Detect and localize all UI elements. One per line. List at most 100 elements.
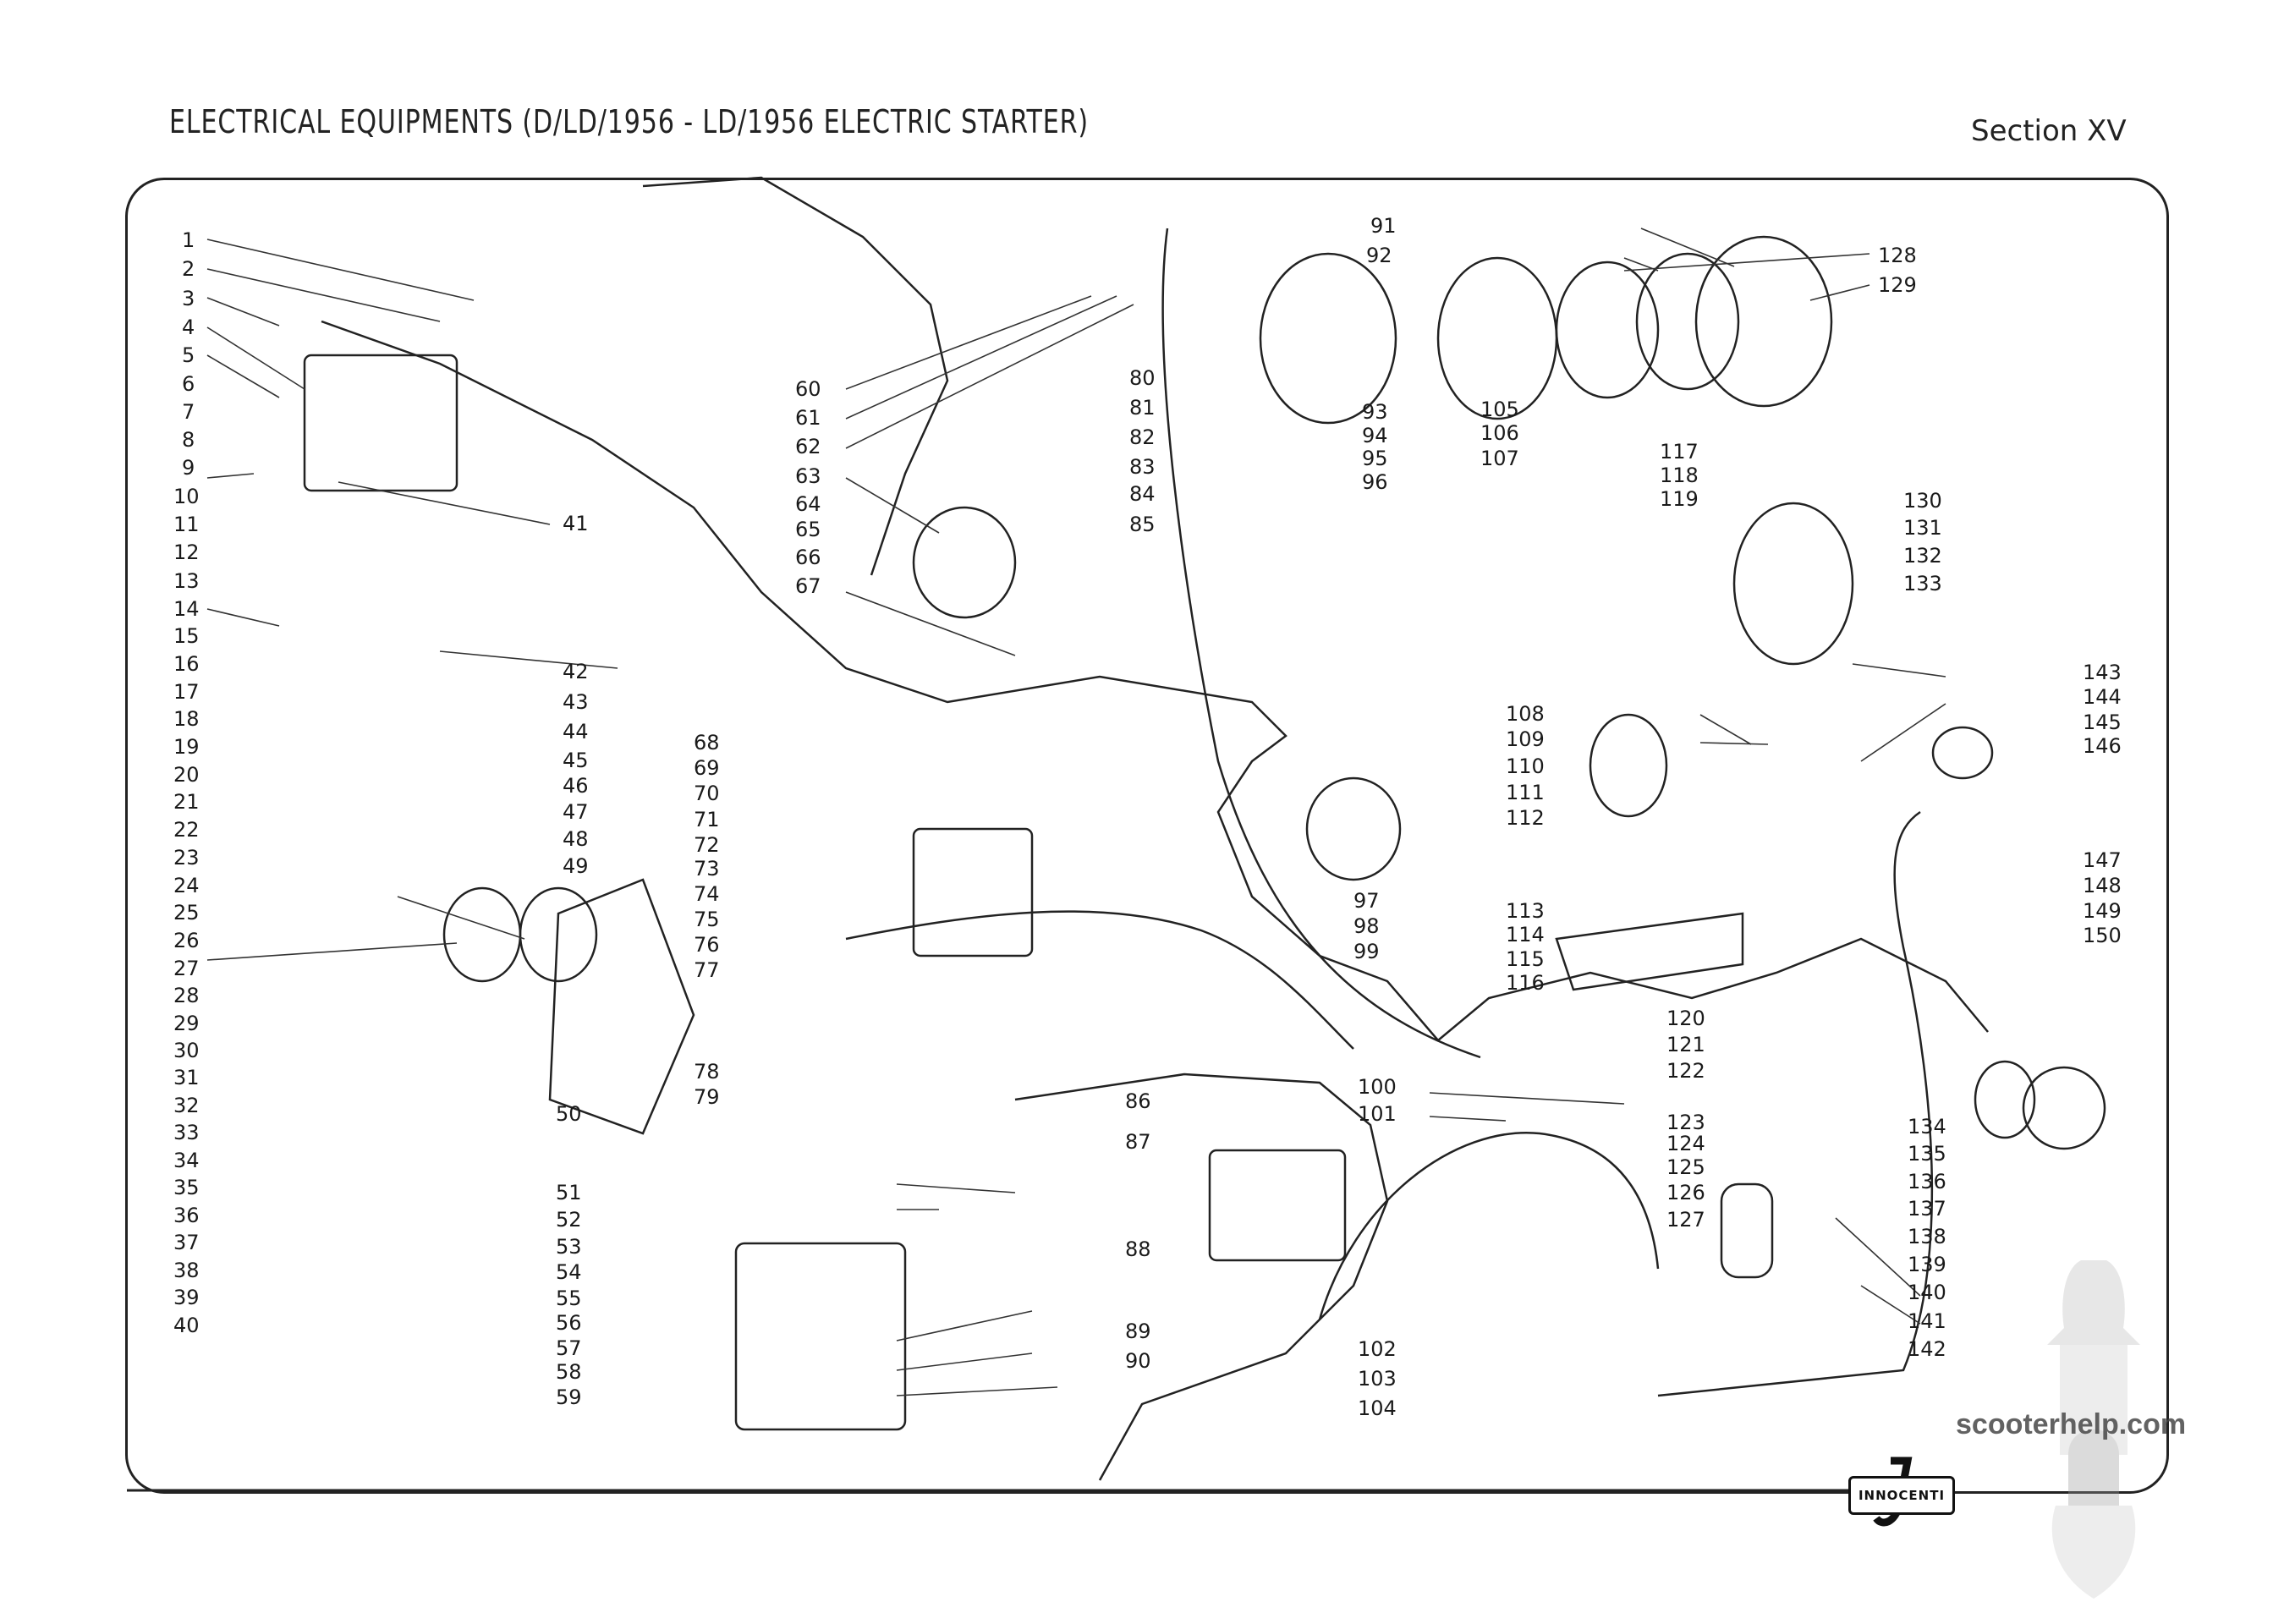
callout: 80 (1129, 366, 1156, 390)
callout: 23 (173, 846, 200, 870)
callout: 85 (1129, 513, 1156, 536)
callout: 41 (563, 512, 589, 535)
frame-tube (1161, 228, 1481, 1059)
ignition-coil (1720, 1182, 1774, 1279)
battery-bottom (734, 1242, 907, 1431)
callout: 63 (795, 464, 821, 488)
callout: 132 (1903, 544, 1942, 568)
callout: 3 (182, 287, 195, 310)
callout: 87 (1125, 1130, 1151, 1154)
callout: 73 (694, 857, 720, 881)
callout: 72 (694, 833, 720, 857)
callout: 105 (1480, 398, 1519, 421)
callout: 135 (1908, 1142, 1946, 1166)
flywheel-cover (1305, 776, 1402, 881)
callout: 100 (1358, 1075, 1397, 1099)
callout: 2 (182, 257, 195, 281)
callout: 52 (556, 1208, 582, 1232)
callout: 24 (173, 874, 200, 897)
callout: 33 (173, 1121, 200, 1144)
callout: 64 (795, 492, 821, 516)
callout: 25 (173, 901, 200, 924)
callout: 4 (182, 315, 195, 339)
callout: 34 (173, 1149, 200, 1172)
callout: 65 (795, 518, 821, 541)
callout: 111 (1506, 781, 1545, 804)
callout: 8 (182, 428, 195, 452)
callout: 77 (694, 958, 720, 982)
callout: 27 (173, 957, 200, 980)
callout: 51 (556, 1181, 582, 1204)
callout: 148 (2083, 874, 2122, 897)
scooter-watermark-image (2047, 1260, 2140, 1599)
callout: 122 (1666, 1059, 1705, 1083)
horn (912, 506, 1017, 619)
callout: 6 (182, 372, 195, 396)
callout: 56 (556, 1311, 582, 1335)
callout: 104 (1358, 1396, 1397, 1420)
callout: 76 (694, 933, 720, 957)
stop-lamp-gasket (1974, 1060, 2036, 1139)
callout: 37 (173, 1231, 200, 1254)
callout: 112 (1506, 806, 1545, 830)
callout: 32 (173, 1094, 200, 1117)
callout: 58 (556, 1360, 582, 1384)
callout: 113 (1506, 899, 1545, 923)
callout: 96 (1362, 470, 1388, 494)
callout: 57 (556, 1336, 582, 1360)
callout: 74 (694, 882, 720, 906)
main-harness (1318, 1131, 1660, 1320)
callout: 86 (1125, 1089, 1151, 1113)
callout: 16 (173, 652, 200, 676)
callout: 79 (694, 1085, 720, 1109)
callout: 84 (1129, 482, 1156, 506)
callout: 81 (1129, 396, 1156, 420)
callout: 137 (1908, 1197, 1946, 1221)
callout: 128 (1878, 244, 1917, 267)
callout: 12 (173, 540, 200, 564)
callout: 133 (1903, 572, 1942, 595)
callout: 89 (1125, 1320, 1151, 1343)
callout: 116 (1506, 971, 1545, 995)
callout: 17 (173, 680, 200, 704)
headlamp-ring (1555, 261, 1660, 399)
callout: 117 (1660, 440, 1699, 464)
callout: 13 (173, 569, 200, 593)
callout: 115 (1506, 947, 1545, 971)
callout: 145 (2083, 710, 2122, 734)
cable-run (845, 910, 1354, 1050)
callout: 106 (1480, 421, 1519, 445)
battery-mid (912, 827, 1034, 957)
callout: 5 (182, 343, 195, 367)
callout: 40 (173, 1314, 200, 1337)
callout: 108 (1506, 702, 1545, 726)
diagram-frame (125, 178, 2169, 1494)
callout: 141 (1908, 1309, 1946, 1333)
battery-right (1208, 1149, 1347, 1262)
callout: 121 (1666, 1033, 1705, 1056)
callout: 147 (2083, 848, 2122, 872)
callout: 97 (1353, 889, 1380, 913)
callout: 131 (1903, 516, 1942, 540)
callout: 61 (795, 406, 821, 430)
callout: 136 (1908, 1170, 1946, 1193)
callout: 1 (182, 228, 195, 252)
callout: 109 (1506, 727, 1545, 751)
innocenti-logo-text: INNOCENTI (1858, 1488, 1946, 1503)
callout: 107 (1480, 447, 1519, 470)
callout: 30 (173, 1039, 200, 1062)
callout: 139 (1908, 1253, 1946, 1276)
callout: 146 (2083, 734, 2122, 758)
rectifier (1555, 912, 1744, 991)
callout: 143 (2083, 661, 2122, 684)
number-plate (548, 878, 695, 1135)
callout: 125 (1666, 1155, 1705, 1179)
callout: 7 (182, 400, 195, 424)
callout: 142 (1908, 1337, 1946, 1361)
callout: 39 (173, 1286, 200, 1309)
callout: 83 (1129, 455, 1156, 479)
callout: 43 (563, 690, 589, 714)
callout: 22 (173, 818, 200, 842)
headlamp-reflector (1259, 252, 1397, 425)
